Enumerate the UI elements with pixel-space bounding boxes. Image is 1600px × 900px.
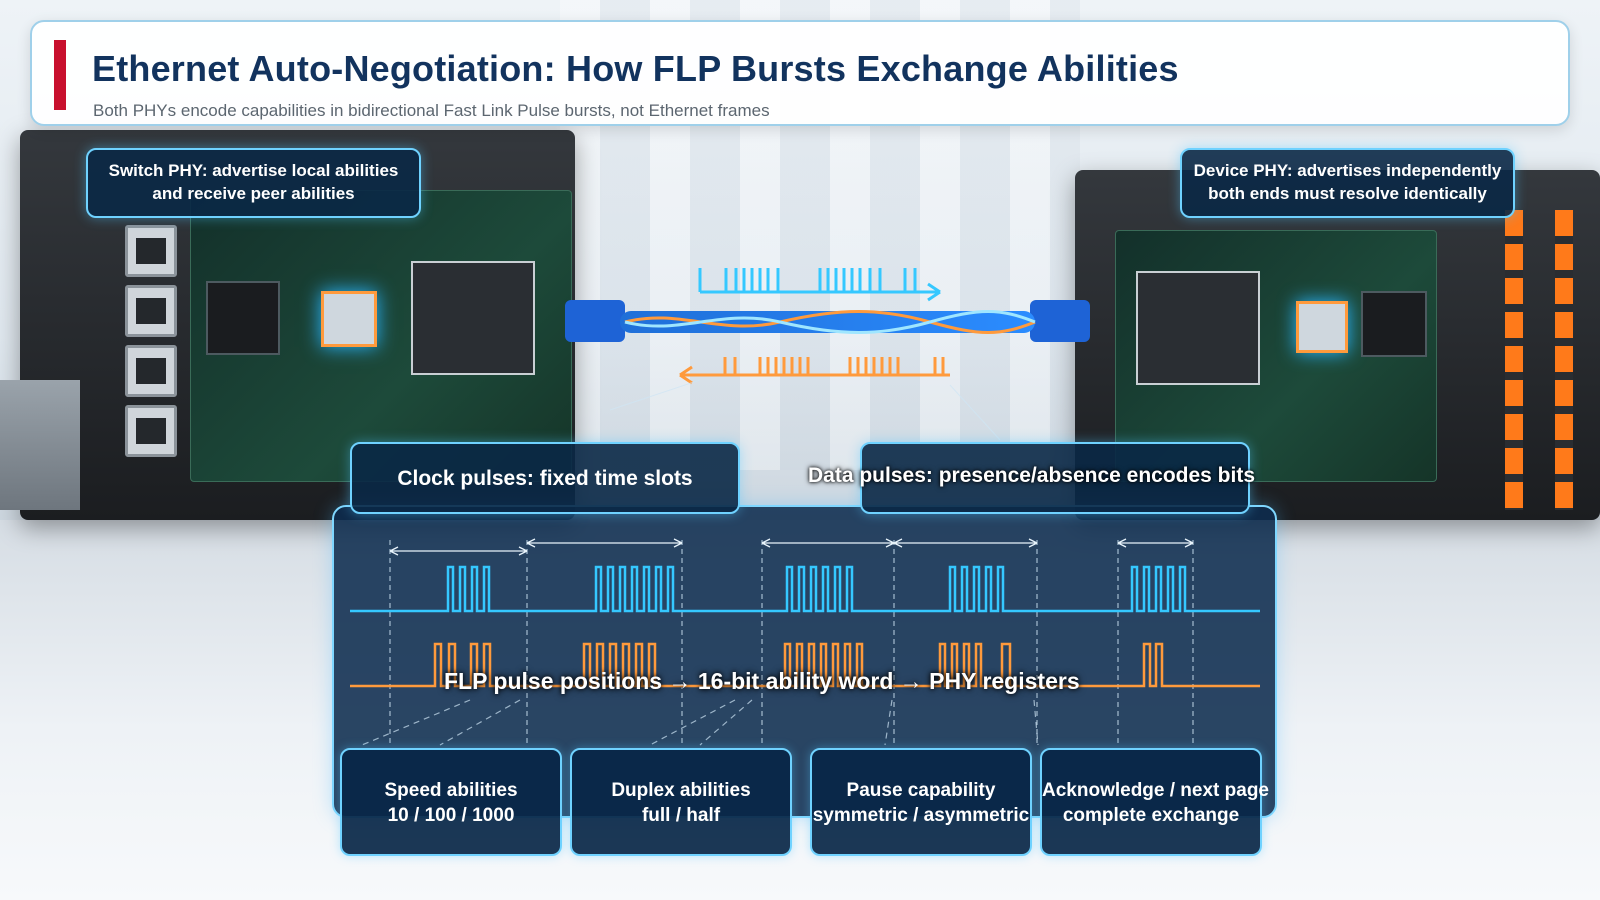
speed-abilities-box: Speed abilities 10 / 100 / 1000 (340, 748, 562, 856)
category-title: Speed abilities (384, 780, 518, 801)
category-leader-lines (361, 699, 1039, 746)
outbound-flp-burst (698, 268, 941, 302)
page-subtitle: Both PHYs encode capabilities in bidirec… (93, 101, 770, 120)
magnetics-module (1136, 271, 1260, 385)
data-pulse-train (350, 642, 1260, 688)
device-circuit-board (1115, 230, 1437, 482)
terminal-block (1555, 210, 1573, 510)
right-rj45-plug (1030, 300, 1090, 342)
rj45-port (125, 405, 177, 457)
header-card: Ethernet Auto-Negotiation: How FLP Burst… (30, 20, 1570, 126)
device-phy-callout-line1: Device PHY: advertises independently (1193, 161, 1502, 180)
inbound-flp-burst (679, 357, 950, 385)
clock-pulses-callout: Clock pulses: fixed time slots (350, 442, 740, 514)
cpu-chip (206, 281, 280, 355)
ethernet-cable (620, 311, 1035, 333)
device-phy-callout: Device PHY: advertises independently bot… (1180, 148, 1515, 218)
rj45-port (125, 345, 177, 397)
rj45-port (125, 285, 177, 337)
flp-flow-label: FLP pulse positions → 16-bit ability wor… (444, 668, 1080, 694)
category-title: Duplex abilities (611, 780, 751, 801)
magnetics-module (411, 261, 535, 375)
category-detail: symmetric / asymmetric (812, 805, 1030, 826)
rj45-port (125, 225, 177, 277)
category-detail: complete exchange (1062, 805, 1240, 826)
pause-capability-box: Pause capability symmetric / asymmetric (810, 748, 1032, 856)
title-accent-bar (54, 40, 66, 110)
switch-phy-callout-line2: and receive peer abilities (152, 184, 355, 203)
time-slot-dimension-arrows (389, 538, 1194, 556)
switch-phy-callout-line1: Switch PHY: advertise local abilities (108, 161, 399, 180)
cable-twisted-pair (624, 310, 1036, 334)
leader-line (949, 384, 1001, 441)
din-rail (0, 380, 80, 510)
acknowledge-next-page-box: Acknowledge / next page complete exchang… (1040, 748, 1269, 856)
switch-phy-callout: Switch PHY: advertise local abilities an… (86, 148, 421, 218)
duplex-abilities-box: Duplex abilities full / half (570, 748, 792, 856)
device-phy-chip (1296, 301, 1348, 353)
data-pulses-callout (860, 442, 1250, 514)
time-slot-guides (389, 540, 1194, 745)
page-title: Ethernet Auto-Negotiation: How FLP Burst… (92, 48, 1179, 89)
category-title: Pause capability (846, 780, 996, 801)
category-title: Acknowledge / next page (1042, 780, 1269, 801)
switch-phy-chip (321, 291, 377, 347)
left-rj45-plug (565, 300, 625, 342)
category-detail: full / half (641, 805, 721, 826)
switch-circuit-board (190, 190, 572, 482)
leader-line (609, 379, 701, 411)
clock-pulse-train (350, 565, 1260, 613)
data-pulses-label: Data pulses: presence/absence encodes bi… (808, 464, 1256, 487)
category-detail: 10 / 100 / 1000 (387, 805, 515, 826)
clock-pulses-label: Clock pulses: fixed time slots (397, 467, 693, 490)
device-phy-callout-line2: both ends must resolve identically (1208, 184, 1487, 203)
cpu-chip (1361, 291, 1427, 357)
terminal-block (1505, 210, 1523, 510)
